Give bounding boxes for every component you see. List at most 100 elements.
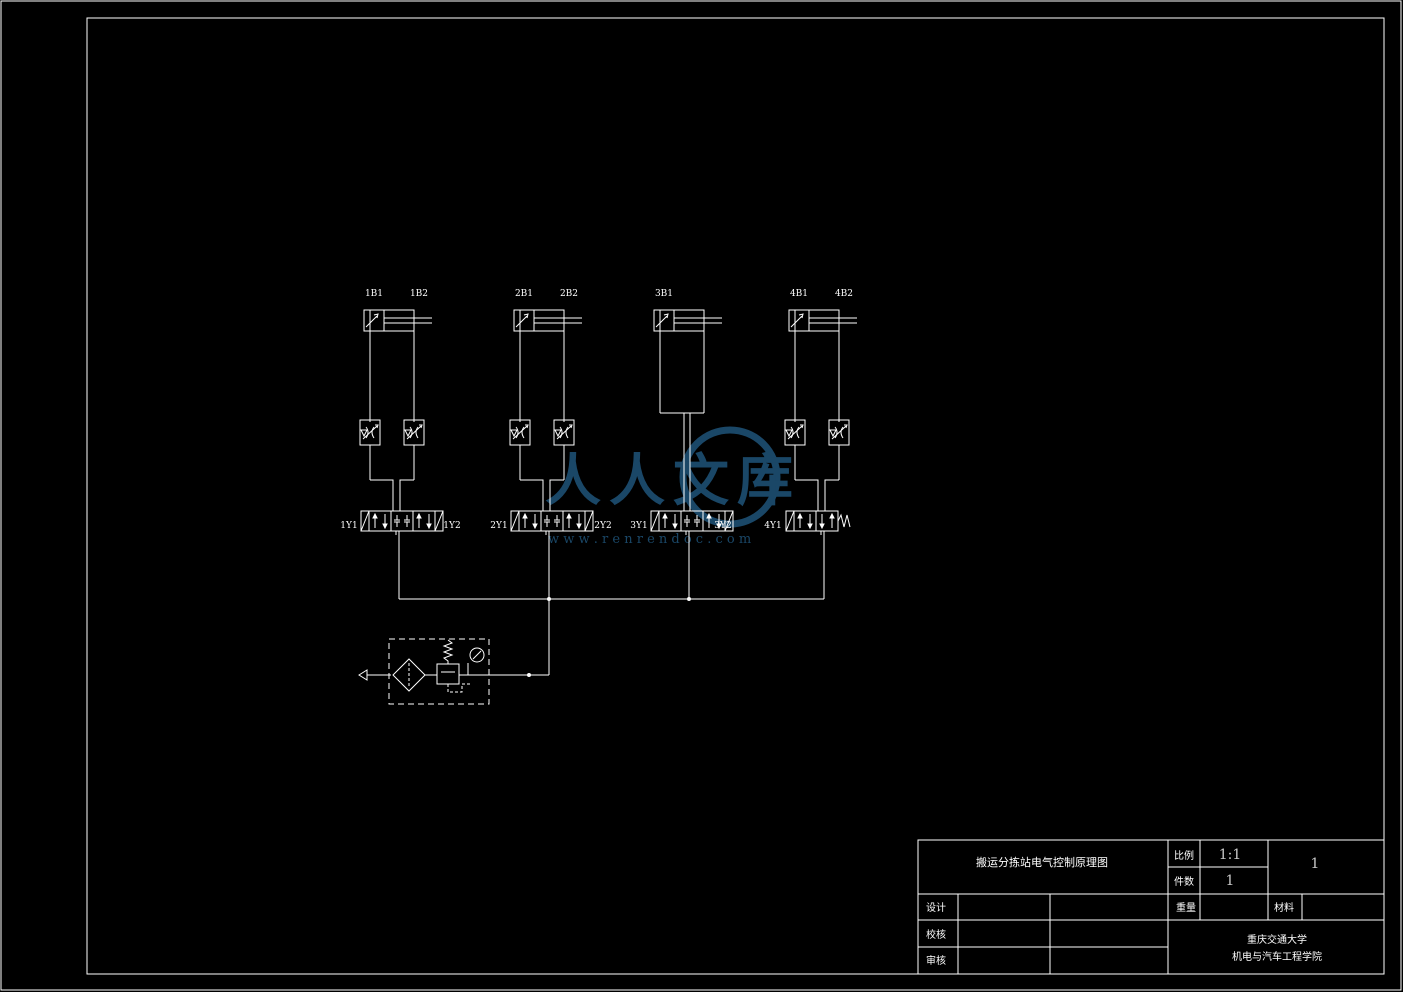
solenoid-coil [434,510,444,532]
title-block [917,839,1385,975]
filter-icon [392,658,426,692]
flow-adjust-arrow [556,424,573,440]
solenoid-coil [510,510,520,532]
sheet-value: 1 [1311,856,1320,872]
directional-valve-3 [650,510,734,535]
school-name: 重庆交通大学 [1247,933,1307,946]
check-valve [785,429,793,438]
valve-position [412,510,436,532]
flow-control-valve-icon [403,419,425,446]
pipe-line [399,479,414,511]
watermark: 人人文库 w w w . r e n r e n d o c . c o m [545,426,801,547]
pipe-line [795,479,819,511]
watermark-ring [679,426,781,528]
check-label: 校核 [926,928,946,941]
valve-position [815,510,839,532]
flow-restrictor [790,426,800,439]
valve-solenoid-label-right: 3Y2 [714,521,731,531]
check-valve [404,429,412,438]
cylinder-sensor-label: 1B1 [365,289,383,299]
flow-adjust-arrow [362,424,379,440]
pressure-gauge-icon [469,647,485,663]
valve-position [390,510,414,532]
flow-arrow-icon [566,512,572,519]
cylinder-4 [784,309,857,511]
flow-arrow-icon [716,523,722,530]
flow-adjust-arrow [406,424,423,440]
flow-arrow-icon [416,512,422,519]
flow-control-valve-icon [509,419,531,446]
flow-arrow-icon [426,523,432,530]
valve-position [540,510,564,532]
supply-source-icon [358,669,368,681]
flow-adjust-arrow [831,424,848,440]
check-valve [360,429,368,438]
count-label: 件数 [1174,875,1194,888]
junction-dot [547,597,551,601]
solenoid-coil [584,510,594,532]
check-valve [554,429,562,438]
flow-arrow-icon [797,512,803,519]
cylinder-barrel [788,309,840,332]
flow-control-valve-icon [553,419,575,446]
check-valve [829,429,837,438]
flow-adjust-arrow [787,424,804,440]
flow-restrictor [365,426,375,439]
watermark-text: 人人文库 [545,448,801,514]
watermark-url: w w w . r e n r e n d o c . c o m [548,532,751,547]
regulator-spring-icon [442,639,454,664]
flow-adjust-arrow [512,424,529,440]
solenoid-coil [785,510,795,532]
cylinder-adjust-icon [655,313,669,328]
cylinder-sensor-label: 3B1 [655,289,673,299]
flow-arrow-icon [382,523,388,530]
drawing-title: 搬运分拣站电气控制原理图 [976,855,1108,869]
flow-arrow-icon [829,512,835,519]
flow-arrow-icon [819,523,825,530]
cylinder-barrel [513,309,565,332]
valve-position [793,510,817,532]
cylinder-adjust-icon [515,313,529,328]
scale-label: 比例 [1174,849,1194,862]
flow-arrow-icon [706,512,712,519]
solenoid-coil [724,510,734,532]
scale-value: 1:1 [1219,847,1242,863]
material-label: 材料 [1274,901,1294,914]
cylinder-sensor-label: 1B2 [410,289,428,299]
inner-frame [86,17,1385,975]
solenoid-coil [360,510,370,532]
title-block-text: 搬运分拣站电气控制原理图 比例 1:1 件数 1 1 重量 材料 设计 校核 审… [926,847,1322,967]
flow-arrow-icon [672,523,678,530]
supply-header [398,531,825,601]
check-valve [510,429,518,438]
cylinder-adjust-icon [790,313,804,328]
pipe-line [520,479,544,511]
directional-valve-2 [510,510,594,535]
solenoid-icon [724,510,734,532]
cylinder-2 [509,309,582,511]
pipe-line [370,479,394,511]
valve-solenoid-label-left: 4Y1 [764,521,781,531]
valve-position [562,510,586,532]
cylinder-3 [653,309,722,511]
junction-dot [687,597,691,601]
flow-arrow-icon [576,523,582,530]
valve-position [658,510,682,532]
flow-restrictor [515,426,525,439]
valve-solenoid-label-left: 2Y1 [490,521,507,531]
flow-restrictor [834,426,844,439]
flow-arrow-icon [372,512,378,519]
junction-dot [527,673,531,677]
regulator-icon [436,663,460,685]
design-label: 设计 [926,901,946,914]
college-name: 机电与汽车工程学院 [1232,950,1322,963]
count-value: 1 [1226,873,1235,889]
cylinder-adjust-icon [365,313,379,328]
flow-arrow-icon [662,512,668,519]
pipe-line [824,479,839,511]
valve-solenoid-label-right: 1Y2 [443,521,460,531]
